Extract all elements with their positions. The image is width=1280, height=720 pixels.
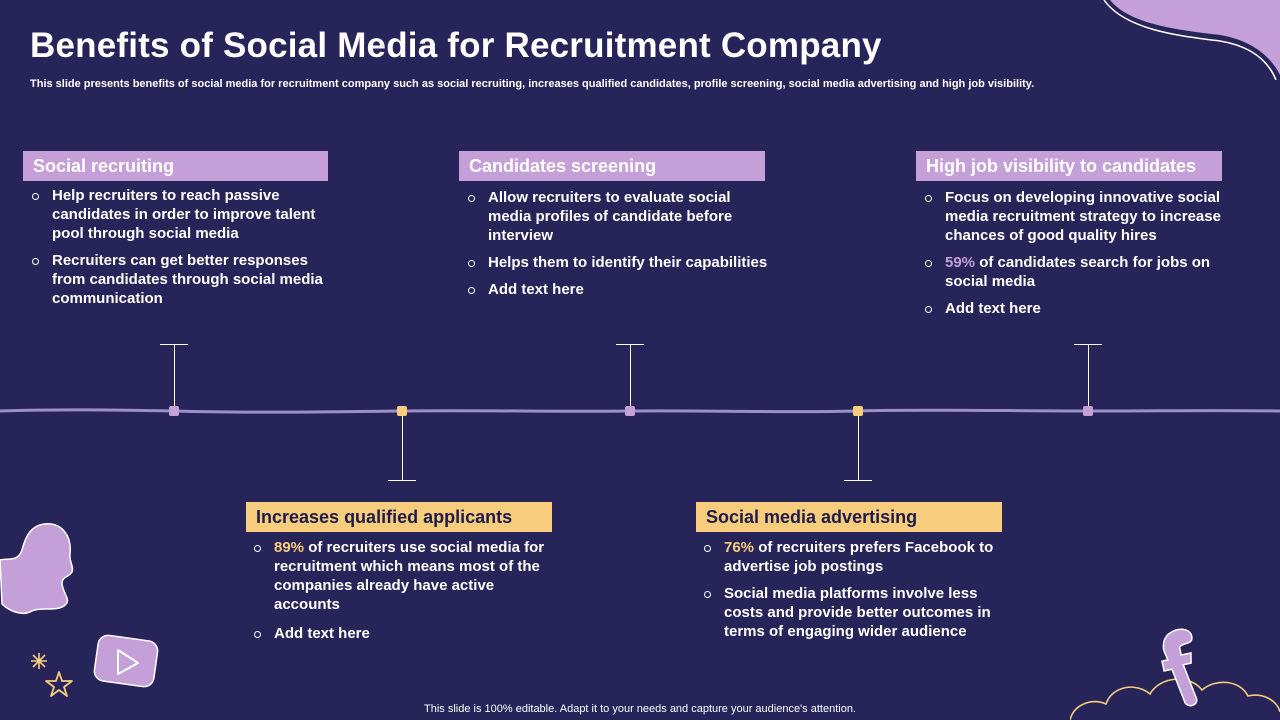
list-item: Help recruiters to reach passive candida… <box>30 186 325 243</box>
connector-stem <box>1088 344 1089 410</box>
list-item: 76% of recruiters prefers Facebook to ad… <box>702 538 1012 576</box>
snapchat-ghost-icon <box>0 523 74 615</box>
heading-high-job-visibility: High job visibility to candidates <box>916 151 1222 181</box>
star-icon <box>45 671 73 697</box>
list-item: Add text here <box>466 280 771 299</box>
heading-social-recruiting: Social recruiting <box>23 151 328 181</box>
points-qualified-applicants: 89% of recruiters use social media for r… <box>252 538 552 651</box>
connector-stem <box>174 344 175 410</box>
connector-cap <box>388 480 416 481</box>
points-social-media-advertising: 76% of recruiters prefers Facebook to ad… <box>702 538 1012 649</box>
sparkle-icon <box>31 653 47 669</box>
list-item: Add text here <box>923 299 1253 318</box>
points-social-recruiting: Help recruiters to reach passive candida… <box>30 186 325 316</box>
points-candidates-screening: Allow recruiters to evaluate social medi… <box>466 188 771 307</box>
list-item: Social media platforms involve less cost… <box>702 584 1012 641</box>
connector-stem <box>858 416 859 480</box>
list-item: Helps them to identify their capabilitie… <box>466 253 771 272</box>
connector-stem <box>630 344 631 410</box>
list-item: Add text here <box>252 624 552 643</box>
youtube-play-icon <box>93 634 159 688</box>
list-item: Allow recruiters to evaluate social medi… <box>466 188 771 245</box>
timeline-node <box>625 406 635 416</box>
stat-percent: 76% <box>724 539 755 556</box>
connector-stem <box>402 416 403 480</box>
list-item: Recruiters can get better responses from… <box>30 251 325 308</box>
stat-percent: 89% <box>274 539 305 556</box>
timeline-node <box>397 406 407 416</box>
timeline-node <box>853 406 863 416</box>
page-title: Benefits of Social Media for Recruitment… <box>30 26 882 65</box>
timeline-node <box>1083 406 1093 416</box>
list-item: 89% of recruiters use social media for r… <box>252 538 552 614</box>
heading-candidates-screening: Candidates screening <box>459 151 765 181</box>
corner-blob <box>1103 0 1280 80</box>
list-item: 59% of candidates search for jobs on soc… <box>923 253 1253 291</box>
points-high-job-visibility: Focus on developing innovative social me… <box>923 188 1253 326</box>
heading-social-media-advertising: Social media advertising <box>696 502 1002 532</box>
facebook-icon <box>1161 628 1198 707</box>
page-subtitle: This slide presents benefits of social m… <box>30 78 1035 90</box>
stat-percent: 59% <box>945 254 976 271</box>
connector-cap <box>844 480 872 481</box>
footer-note: This slide is 100% editable. Adapt it to… <box>424 703 856 715</box>
heading-qualified-applicants: Increases qualified applicants <box>246 502 552 532</box>
timeline-node <box>169 406 179 416</box>
list-item: Focus on developing innovative social me… <box>923 188 1253 245</box>
